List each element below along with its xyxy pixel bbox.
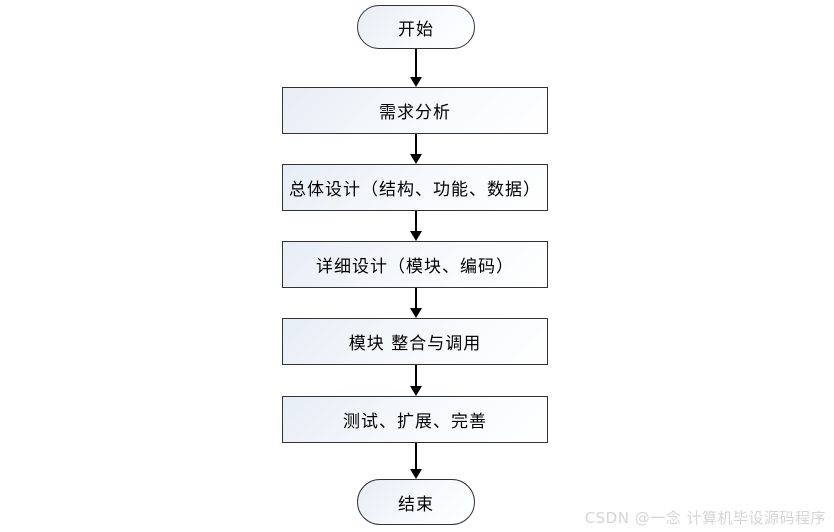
flowchart-node-end: 结束 bbox=[357, 479, 475, 525]
arrow-line bbox=[414, 211, 417, 232]
watermark-text: CSDN @一念 计算机毕设源码程序 bbox=[584, 509, 826, 527]
arrow-overall-design-to-detailed-design bbox=[409, 211, 422, 241]
flowchart-node-testing: 测试、扩展、完善 bbox=[282, 396, 548, 443]
arrow-head-icon bbox=[409, 154, 422, 164]
arrow-line bbox=[414, 288, 417, 309]
arrow-line bbox=[414, 134, 417, 155]
flowchart-node-detailed-design: 详细设计（模块、编码） bbox=[282, 241, 548, 288]
arrow-module-integration-to-testing bbox=[409, 365, 422, 396]
flowchart-node-module-integration: 模块 整合与调用 bbox=[282, 318, 548, 365]
flowchart-node-overall-design: 总体设计（结构、功能、数据） bbox=[282, 164, 548, 211]
flowchart-node-requirements-analysis: 需求分析 bbox=[282, 87, 548, 134]
node-label-overall-design: 总体设计（结构、功能、数据） bbox=[289, 180, 541, 200]
arrow-head-icon bbox=[409, 231, 422, 241]
node-label-detailed-design: 详细设计（模块、编码） bbox=[316, 257, 514, 277]
arrow-head-icon bbox=[409, 308, 422, 318]
node-label-start: 开始 bbox=[398, 19, 434, 40]
arrow-head-icon bbox=[409, 469, 422, 479]
arrow-line bbox=[414, 49, 417, 78]
arrow-head-icon bbox=[409, 386, 422, 396]
arrow-head-icon bbox=[409, 77, 422, 87]
arrow-requirements-to-overall-design bbox=[409, 134, 422, 164]
flowchart-node-start: 开始 bbox=[357, 5, 475, 49]
arrow-line bbox=[414, 443, 417, 470]
arrow-detailed-design-to-module-integration bbox=[409, 288, 422, 318]
node-label-module-integration: 模块 整合与调用 bbox=[348, 334, 482, 354]
arrow-start-to-requirements bbox=[409, 49, 422, 87]
node-label-requirements-analysis: 需求分析 bbox=[379, 103, 451, 123]
node-label-end: 结束 bbox=[398, 494, 434, 515]
node-label-testing: 测试、扩展、完善 bbox=[343, 412, 487, 432]
arrow-line bbox=[414, 365, 417, 387]
arrow-testing-to-end bbox=[409, 443, 422, 479]
